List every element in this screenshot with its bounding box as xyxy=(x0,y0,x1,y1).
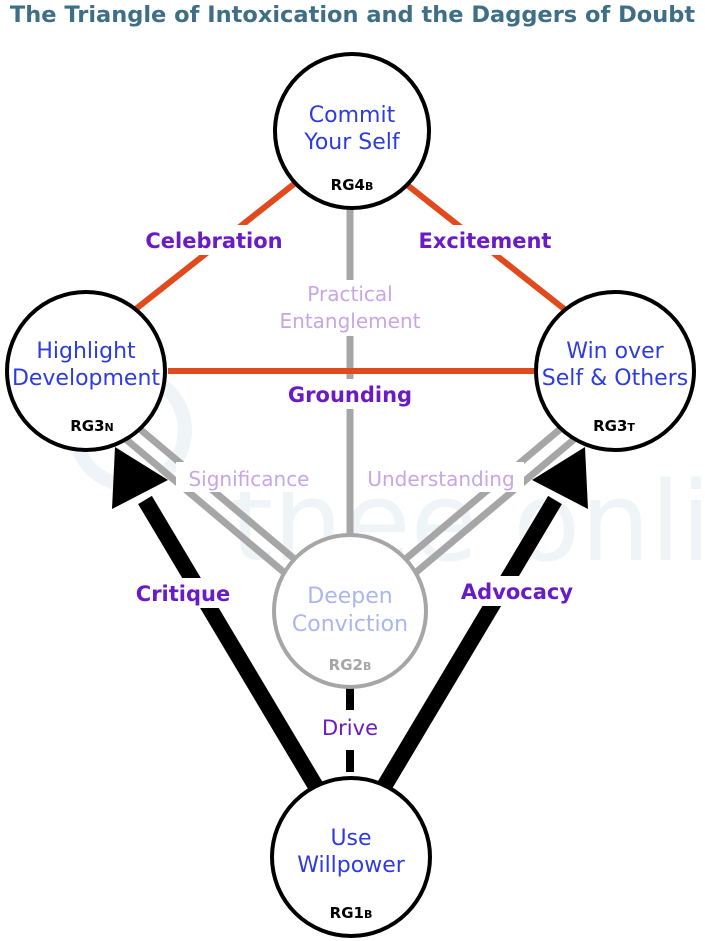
line-significance-b xyxy=(119,433,289,577)
node-commit-line2: Your Self xyxy=(303,130,401,155)
label-bg-excitement xyxy=(416,225,554,255)
label-bg-grounding xyxy=(286,379,414,409)
label-bg-drive xyxy=(314,712,386,742)
label-celebration: Celebration xyxy=(145,229,282,253)
node-highlight: Highlight Development RG3N xyxy=(5,290,167,452)
label-bg-understanding xyxy=(358,462,524,492)
line-understanding-a xyxy=(399,422,568,565)
black-daggers xyxy=(112,447,588,795)
line-advocacy xyxy=(375,495,562,795)
node-win-code: RG3T xyxy=(593,417,635,435)
advocacy-arrowhead xyxy=(532,447,588,509)
node-deepen-line2: Conviction xyxy=(292,612,408,637)
node-use-code: RG1B xyxy=(330,904,373,922)
label-drive: Drive xyxy=(322,716,378,740)
diagram-title: The Triangle of Intoxication and the Dag… xyxy=(9,2,696,28)
node-win-line1: Win over xyxy=(566,339,664,364)
label-bg-critique xyxy=(130,578,234,608)
node-win-line2: Self & Others xyxy=(542,366,688,391)
label-grounding: Grounding xyxy=(288,383,412,407)
line-critique xyxy=(138,495,325,795)
node-highlight-line2: Development xyxy=(12,366,160,391)
node-deepen: Deepen Conviction RG2B xyxy=(272,533,428,689)
node-commit-code: RG4B xyxy=(331,176,374,194)
label-advocacy: Advocacy xyxy=(461,580,573,604)
node-commit: Commit Your Self RG4B xyxy=(273,52,431,210)
node-use-circle xyxy=(270,776,432,938)
label-practical-line1: Practical xyxy=(307,282,392,306)
node-win-circle xyxy=(534,290,696,452)
node-deepen-code: RG2B xyxy=(329,656,372,674)
label-practical-line2: Entanglement xyxy=(280,309,421,333)
node-deepen-line1: Deepen xyxy=(307,584,392,609)
label-bg-significance xyxy=(176,462,322,492)
line-understanding-b xyxy=(411,433,581,577)
label-critique: Critique xyxy=(136,582,230,606)
node-deepen-circle xyxy=(272,533,428,689)
node-use-line2: Willpower xyxy=(297,853,406,878)
critique-arrowhead xyxy=(112,447,168,509)
line-significance-a xyxy=(132,422,301,565)
edge-labels: Celebration Excitement Practical Entangl… xyxy=(130,225,578,742)
label-understanding: Understanding xyxy=(367,467,514,491)
label-significance: Significance xyxy=(188,467,309,491)
node-commit-circle xyxy=(273,52,431,210)
node-highlight-code: RG3N xyxy=(70,417,114,435)
node-use-line1: Use xyxy=(330,826,371,851)
node-highlight-line1: Highlight xyxy=(36,339,136,364)
grey-connectors xyxy=(119,197,581,577)
label-bg-advocacy xyxy=(456,576,578,606)
node-use: Use Willpower RG1B xyxy=(270,776,432,938)
label-bg-celebration xyxy=(140,225,288,255)
node-highlight-circle xyxy=(5,290,167,452)
node-commit-line1: Commit xyxy=(309,103,396,128)
label-excitement: Excitement xyxy=(419,229,552,253)
node-win: Win over Self & Others RG3T xyxy=(534,290,696,452)
label-bg-practical xyxy=(276,280,424,336)
